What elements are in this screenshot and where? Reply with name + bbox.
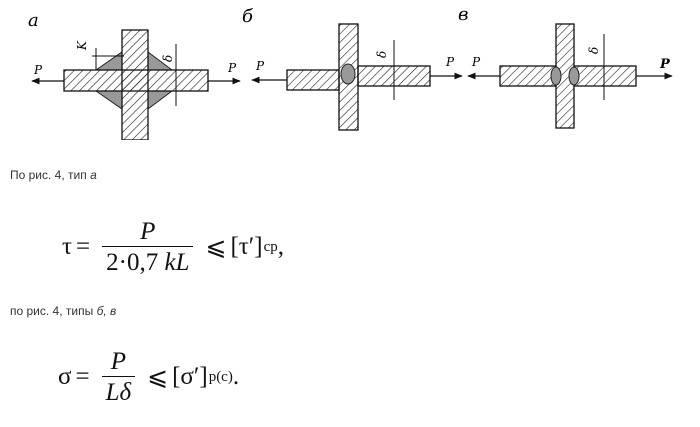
panel-b: б P P δ [242, 6, 463, 131]
panel-a: а P P K δ [28, 10, 241, 140]
butt-weld [568, 66, 580, 86]
vertical-plate [121, 29, 149, 140]
fraction-numerator: P [110, 348, 126, 375]
force-label: P [33, 63, 43, 77]
panel-v-label: в [458, 4, 468, 25]
weld-joint-figure: а P P K δ б P P δ [28, 4, 673, 140]
thickness-label: δ [161, 55, 175, 62]
right-plate [573, 65, 637, 87]
caption-types: б, в [96, 304, 117, 318]
formula-shear-stress: τ = P 2·0,7 kL ⩽ [τ′]ср, [62, 218, 285, 277]
formula-equals: = [76, 233, 91, 260]
formula-subscript: ср [263, 238, 278, 255]
formula-rhs: [σ′] [172, 363, 208, 390]
formula-subscript: р(с) [208, 368, 233, 385]
force-label: P [255, 59, 265, 73]
formula-relation: ⩽ [147, 364, 169, 391]
left-plate [499, 65, 557, 87]
formula-rhs: [τ′] [230, 233, 263, 260]
butt-weld [340, 63, 356, 85]
caption-type: а [90, 168, 97, 182]
formula-normal-stress: σ = P Lδ ⩽ [σ′]р(с). [58, 348, 240, 407]
formula-fraction: P 2·0,7 kL [102, 218, 194, 277]
fraction-numerator: P [140, 218, 156, 245]
formula-lhs: σ [58, 363, 72, 390]
weld-fillet [147, 90, 174, 110]
leg-label: K [75, 40, 89, 51]
weld-fillet [94, 90, 123, 110]
caption-type-a: По рис. 4, тип а [10, 168, 97, 182]
caption-text: По рис. 4, тип [10, 168, 91, 182]
panel-b-label: б [242, 6, 254, 27]
formula-lhs: τ [62, 233, 73, 260]
butt-weld [550, 66, 562, 86]
force-label: P [659, 57, 671, 72]
left-plate [286, 69, 340, 91]
fraction-denominator: 2·0,7 kL [102, 245, 194, 277]
force-label: P [227, 61, 237, 75]
force-label: P [445, 55, 455, 69]
thickness-label: δ [587, 47, 601, 54]
panel-v: в P P δ [458, 4, 673, 129]
fraction-denominator: Lδ [101, 375, 136, 407]
caption-types-b-v: по рис. 4, типы б, в [10, 304, 116, 318]
force-label: P [471, 55, 481, 69]
thickness-label: δ [375, 51, 389, 58]
formula-equals: = [75, 363, 90, 390]
formula-fraction: P Lδ [101, 348, 136, 407]
caption-text: по рис. 4, типы [10, 304, 97, 318]
formula-relation: ⩽ [205, 234, 227, 261]
weld-fillet [94, 51, 123, 71]
panel-a-label: а [28, 10, 39, 31]
